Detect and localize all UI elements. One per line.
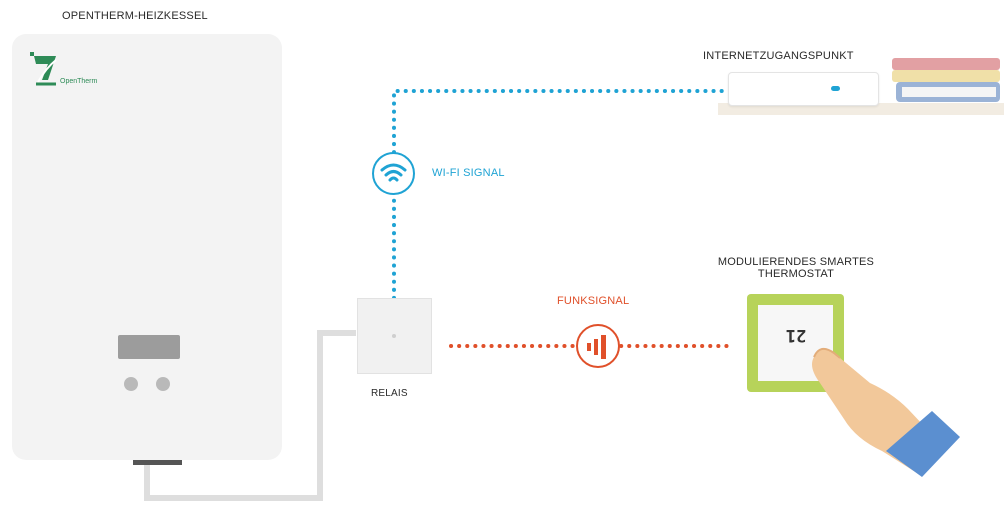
thermostat-label-line2: THERMOSTAT <box>757 268 835 280</box>
boiler-base <box>133 460 182 465</box>
shelf <box>718 103 1004 115</box>
boiler-knob-left <box>124 377 138 391</box>
opentherm-logo-text: OpenTherm <box>60 78 98 85</box>
access-point-label: INTERNETZUGANGSPUNKT <box>703 50 854 62</box>
radio-signal-icon <box>587 335 606 359</box>
boiler-label: OPENTHERM-HEIZKESSEL <box>62 10 208 22</box>
access-point-router <box>728 72 879 106</box>
relay-label: RELAIS <box>371 388 408 399</box>
radio-badge <box>576 324 620 368</box>
opentherm-logo: OpenTherm <box>30 50 140 98</box>
hand-pointer-icon <box>812 347 960 477</box>
boiler-display <box>118 335 180 359</box>
opentherm-logo-icon <box>30 52 57 86</box>
boiler <box>12 34 282 460</box>
router-status-led <box>831 86 840 91</box>
books-icon <box>892 58 1000 102</box>
wifi-badge <box>372 152 415 195</box>
wifi-icon <box>380 163 407 182</box>
relay-indicator <box>392 334 396 338</box>
radio-signal-label: FUNKSIGNAL <box>557 295 630 307</box>
wifi-signal-label: WI-FI SIGNAL <box>432 167 505 179</box>
boiler-knob-right <box>156 377 170 391</box>
thermostat-label: MODULIERENDES SMARTES THERMOSTAT <box>690 256 902 280</box>
thermostat-label-line1: MODULIERENDES SMARTES <box>717 256 875 268</box>
